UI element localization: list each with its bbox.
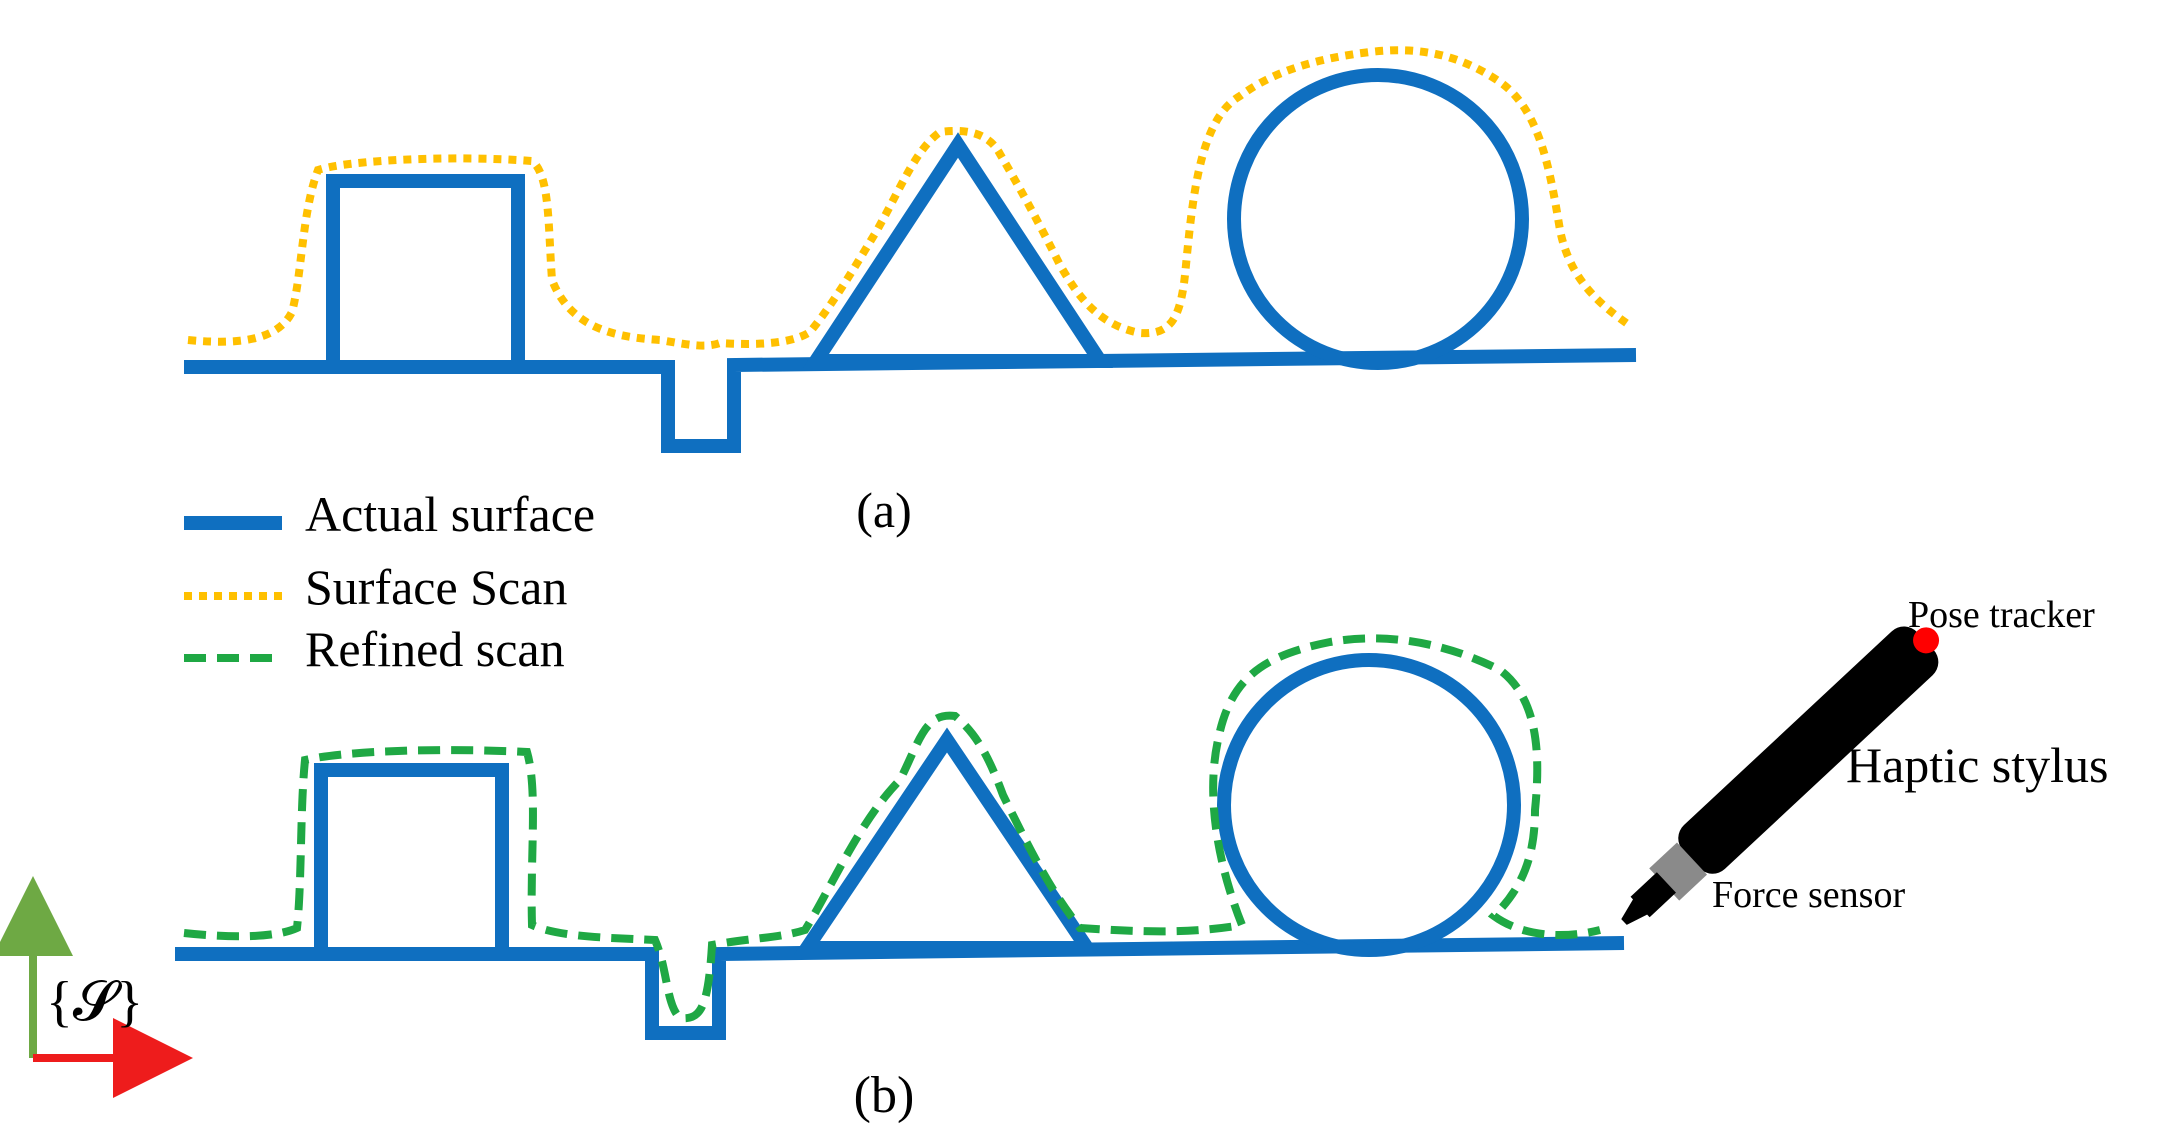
force-sensor-band-icon <box>1649 842 1708 901</box>
legend-label-actual-surface: Actual surface <box>305 486 595 542</box>
panel-b-refined-scan-line <box>183 634 1601 1023</box>
legend-label-refined-scan: Refined scan <box>305 621 565 677</box>
haptic-stylus-icon <box>1621 626 1940 925</box>
panel-b-triangle-shape <box>793 727 1101 955</box>
panel-b-square-shape <box>314 763 509 961</box>
panel-a-square-shape <box>326 174 525 374</box>
haptic-stylus-title: Haptic stylus <box>1846 737 2108 793</box>
stylus-tip <box>1621 897 1650 925</box>
panel-a-triangle-shape <box>803 132 1113 368</box>
pose-tracker-label: Pose tracker <box>1908 594 2095 636</box>
panel-b-label: (b) <box>854 1067 915 1124</box>
panel-b: (b) <box>175 634 1625 1124</box>
panel-a-circle-shape <box>1227 68 1529 370</box>
stylus-body <box>1678 626 1939 874</box>
pose-tracker-dot-icon <box>1913 627 1940 654</box>
panel-a: (a) <box>184 46 1637 538</box>
legend-label-surface-scan: Surface Scan <box>305 559 567 615</box>
panel-b-circle-shape <box>1217 653 1521 957</box>
frame-label: {𝓢} <box>46 971 143 1033</box>
force-sensor-label: Force sensor <box>1712 874 1905 916</box>
panel-a-surface-scan-line <box>187 46 1635 350</box>
frame-axes: {𝓢} <box>0 876 193 1098</box>
legend: Actual surface Surface Scan Refined scan <box>184 486 595 677</box>
stylus-shaft <box>1630 872 1676 918</box>
panel-a-label: (a) <box>856 482 912 538</box>
